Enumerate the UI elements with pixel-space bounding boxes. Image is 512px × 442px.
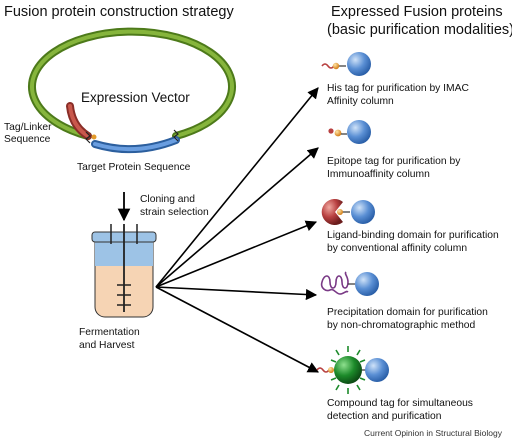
left-title: Fusion protein construction strategy	[4, 4, 234, 20]
modality-3-label-line-1: Ligand-binding domain for purification	[327, 230, 499, 241]
cloning-label-line-2: strain selection	[140, 207, 209, 218]
tag-linker-label-line-1: Tag/Linker	[4, 122, 52, 133]
ligand-binding-domain-icon	[321, 199, 375, 226]
right-title-line-1: Expressed Fusion proteins	[331, 4, 503, 20]
right-title-line-2: (basic purification modalities)	[327, 22, 512, 38]
modality-4-label-line-2: by non-chromatographic method	[327, 320, 476, 331]
right-cut-site	[173, 129, 179, 142]
modality-5-label-line-1: Compound tag for simultaneous	[327, 398, 473, 409]
fermenter-icon	[91, 224, 157, 318]
precipitation-domain-icon	[320, 271, 379, 296]
modality-3-label-line-2: by conventional affinity column	[327, 243, 468, 254]
his-tag-icon	[321, 52, 371, 76]
fermentation-label-line-2: and Harvest	[79, 340, 135, 351]
arrow-to-modality-3	[155, 220, 318, 288]
expression-vector-plasmid	[28, 27, 236, 154]
tag-linker-label-line-2: Sequence	[4, 134, 51, 145]
modality-1-label-line-2: Affinity column	[327, 96, 394, 107]
arrow-to-modality-4	[155, 286, 318, 301]
modality-5-label-line-2: detection and purification	[327, 411, 442, 422]
modality-4-label-line-1: Precipitation domain for purification	[327, 307, 488, 318]
fan-out-arrows	[155, 87, 319, 373]
vector-label: Expression Vector	[81, 90, 190, 105]
modality-2-label-line-2: Immunoaffinity column	[327, 169, 430, 180]
fermentation-label-line-1: Fermentation	[79, 327, 140, 338]
cloning-label-line-1: Cloning and	[140, 194, 195, 205]
left-cut-site	[85, 131, 91, 144]
arrow-to-modality-1	[155, 87, 319, 288]
compound-tag-icon	[316, 346, 389, 394]
arrow-to-modality-5	[155, 286, 319, 373]
arrow-to-modality-2	[155, 147, 319, 288]
modality-2-label-line-1: Epitope tag for purification by	[327, 156, 461, 167]
source-credit: Current Opinion in Structural Biology	[364, 428, 502, 438]
target-protein-label: Target Protein Sequence	[77, 162, 191, 173]
epitope-tag-icon	[328, 120, 371, 144]
modality-1-label-line-1: His tag for purification by IMAC	[327, 83, 469, 94]
